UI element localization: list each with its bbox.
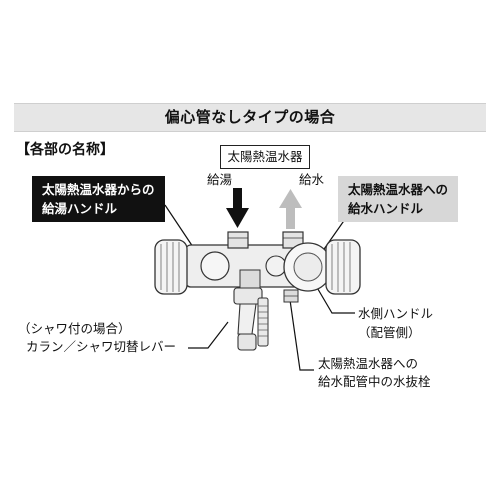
solar-heater-box: 太陽熱温水器 — [220, 145, 310, 169]
drain-plug — [283, 289, 299, 303]
drain-plug-label-line2: 給水配管中の水抜栓 — [318, 374, 431, 389]
hot-handle-callout-line2: 給湯ハンドル — [42, 201, 118, 216]
lever-label-line2: カラン／シャワ切替レバー — [26, 339, 177, 354]
hot-handle-callout: 太陽熱温水器からの 給湯ハンドル — [32, 176, 165, 222]
header-band: 偏心管なしタイプの場合 — [14, 103, 486, 132]
cold-handle-callout: 太陽熱温水器への 給水ハンドル — [338, 176, 459, 222]
hot-supply-handle — [154, 239, 188, 295]
diverter-lever — [233, 287, 269, 351]
cold-supply-label: 給水 — [299, 172, 325, 187]
hot-supply-arrow — [226, 188, 249, 228]
water-handle-label-line2: （配管側） — [358, 325, 421, 340]
lever-label-line1: （シャワ付の場合） — [18, 321, 131, 336]
hot-handle-leader — [164, 204, 196, 251]
hot-handle-callout-line1: 太陽熱温水器からの — [42, 182, 155, 197]
lever-leader — [188, 321, 229, 349]
drain-plug-label-line1: 太陽熱温水器への — [318, 356, 419, 371]
cold-handle-callout-line1: 太陽熱温水器への — [348, 182, 449, 197]
section-title: 【各部の名称】 — [16, 142, 114, 158]
drain-plug-leader — [289, 299, 314, 371]
cold-supply-handle — [325, 239, 361, 295]
cold-handle-callout-line2: 給水ハンドル — [348, 201, 424, 216]
water-side-handle — [283, 242, 333, 292]
water-handle-label-line1: 水側ハンドル — [358, 306, 434, 321]
hot-supply-label: 給湯 — [207, 172, 233, 187]
header-title: 偏心管なしタイプの場合 — [164, 108, 336, 126]
cold-supply-arrow — [279, 189, 302, 229]
